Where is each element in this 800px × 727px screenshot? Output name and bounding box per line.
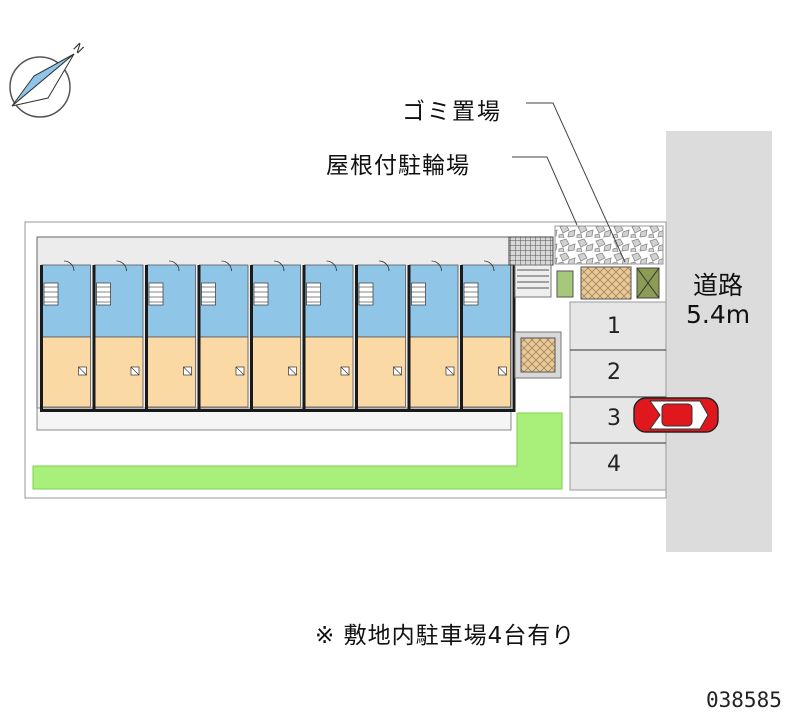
parking-slot-2: 2 bbox=[607, 360, 621, 385]
parking-slot-4: 4 bbox=[607, 452, 621, 477]
parking-note: ※ 敷地内駐車場4台有り bbox=[315, 623, 576, 649]
apartment-unit bbox=[40, 260, 91, 411]
apartment-unit bbox=[355, 260, 406, 411]
garbage-leader-line bbox=[526, 102, 626, 263]
apartment-unit bbox=[145, 260, 196, 411]
stone-garden bbox=[554, 225, 664, 265]
road bbox=[666, 131, 772, 552]
compass-north-letter: N bbox=[70, 40, 86, 56]
apartment-unit bbox=[302, 260, 354, 411]
road-name-label: 道路 bbox=[693, 271, 744, 300]
car-icon bbox=[633, 397, 719, 433]
bicycle-parking bbox=[508, 236, 554, 266]
apartment-units bbox=[40, 260, 516, 412]
parking-slot-3: 3 bbox=[607, 406, 621, 431]
apartment-unit bbox=[250, 260, 301, 411]
parking-lot bbox=[569, 301, 667, 491]
bicycle-parking-label: 屋根付駐輪場 bbox=[326, 153, 470, 179]
apartment-unit bbox=[92, 260, 144, 411]
lawn-area bbox=[32, 412, 563, 490]
road-width-label: 5.4m bbox=[686, 300, 751, 329]
apartment-unit bbox=[460, 260, 511, 411]
garbage-area bbox=[580, 266, 632, 300]
apartment-unit bbox=[407, 260, 459, 411]
parking-slot-1: 1 bbox=[607, 314, 621, 339]
bicycle-leader-line bbox=[512, 156, 578, 226]
property-code: 038585 bbox=[706, 688, 782, 712]
garbage-area-label: ゴミ置場 bbox=[402, 99, 502, 125]
compass-icon: N bbox=[9, 40, 86, 118]
apartment-unit bbox=[197, 260, 249, 411]
